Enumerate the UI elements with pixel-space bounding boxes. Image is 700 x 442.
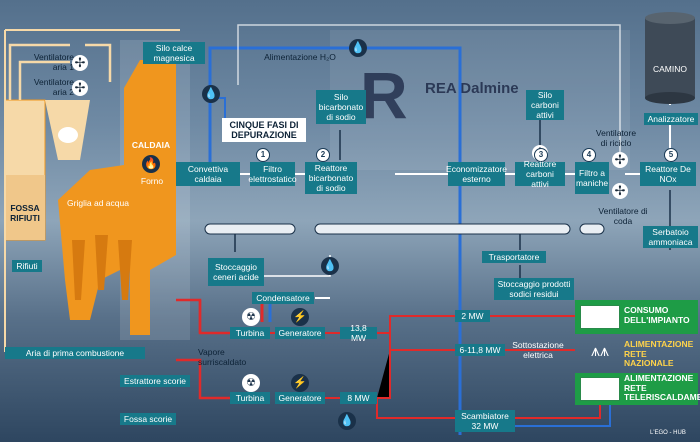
caldaia-shape (58, 60, 176, 335)
estrattore-box: Estrattore scorie (120, 375, 190, 387)
reattore-carboni-box: Reattore carboni attivi (515, 159, 565, 189)
fan-icon: ✢ (612, 152, 628, 168)
mw-8-box: 8 MW (340, 392, 377, 404)
steam-pipe-1 (176, 298, 230, 335)
fossa-scorie-box: Fossa scorie (120, 413, 176, 425)
conveyor-3 (579, 223, 605, 235)
vapore-label: Vapore surriscaldato (198, 347, 247, 367)
house-icon (580, 377, 620, 401)
power-line-grid (389, 333, 455, 351)
background-building (330, 30, 630, 170)
radiation-icon: ☢ (242, 374, 260, 392)
stoccaggio-ceneri-box: Stoccaggio ceneri acide (208, 258, 264, 286)
fan-icon: ✢ (612, 183, 628, 199)
trasportatore-box: Trasportatore (482, 251, 546, 263)
water-pipe-main (208, 46, 462, 435)
drop-icon: 💧 (349, 39, 367, 57)
air-line-3 (85, 43, 112, 82)
conveyor-2 (314, 223, 571, 235)
mw-6-11-8-box: 6-11,8 MW (455, 344, 505, 356)
alimentazione-rete-tele-label: ALIMENTAZIONE RETE TELERISCALDAMENTO (624, 373, 700, 402)
forno-label: Forno (140, 176, 164, 186)
ventilatore-aria-1-label: Ventilatore aria 1 (33, 52, 74, 72)
power-line-2mw (377, 315, 455, 334)
step-number: 3 (534, 148, 548, 162)
factory-icon (580, 305, 620, 329)
camino-label: CAMINO (653, 64, 687, 74)
step-number: 1 (256, 148, 270, 162)
caldaia-label: CALDAIA (131, 140, 171, 150)
sottostazione-label: Sottostazione elettrica (512, 340, 564, 360)
mw-13-8-box: 13,8 MW (340, 323, 377, 343)
lightning-icon: ⚡ (291, 308, 309, 326)
generatore-2-box: Generatore (275, 392, 325, 404)
lightning-icon: ⚡ (291, 374, 309, 392)
air-line-2 (18, 60, 70, 100)
ventilatore-coda-label: Ventilatore di coda (598, 206, 648, 226)
drop-icon: 💧 (202, 85, 220, 103)
brand-text: REA Dalmine (425, 80, 519, 97)
recirc-line (237, 24, 621, 165)
scambiatore-box: Scambiatore 32 MW (455, 410, 515, 432)
credit-label: L'EGO - HUB (650, 430, 686, 436)
reattore-nox-box: Reattore De NOx (640, 162, 696, 186)
fan-icon: ✢ (72, 80, 88, 96)
fossa-fill (5, 175, 45, 240)
filtro-elettrostatico-box: Filtro elettrostatico (248, 162, 297, 186)
steam-pipe-2 (176, 358, 230, 400)
turbina-2-box: Turbina (230, 392, 270, 404)
filtro-maniche-box: Filtro a maniche (575, 162, 609, 194)
fire-icon: 🔥 (142, 155, 160, 173)
air-line-1 (8, 43, 70, 100)
chimney-shape (645, 18, 695, 98)
radiation-icon: ☢ (242, 308, 260, 326)
ventilatore-aria-2-label: Ventilatore aria 2 (33, 77, 74, 97)
furnace-leg (95, 235, 108, 290)
pylon-icon: ⩚⩚ (590, 343, 610, 360)
alimentazione-rete-naz-label: ALIMENTAZIONE RETE NAZIONALE (624, 339, 694, 368)
convettiva-box: Convettiva caldaia (176, 162, 240, 186)
stoccaggio-prodotti-box: Stoccaggio prodotti sodici residui (494, 278, 574, 300)
rifiuti-box: Rifiuti (12, 260, 42, 272)
step-number: 4 (582, 148, 596, 162)
aria-prima-box: Aria di prima combustione (5, 347, 145, 359)
turbina-1-box: Turbina (230, 327, 270, 339)
drop-icon: 💧 (338, 412, 356, 430)
alimentazione-h2o-label: Alimentazione H₂O (264, 52, 336, 62)
consumo-label: CONSUMO DELL'IMPIANTO (624, 305, 690, 325)
furnace-leg (118, 240, 132, 300)
silo-bicarbonato-box: Silo bicarbonato di sodio (316, 90, 366, 124)
step-number: 5 (664, 148, 678, 162)
reattore-bicarbonato-box: Reattore bicarbonato di sodio (305, 162, 357, 194)
condensatore-box: Condensatore (252, 292, 314, 304)
silo-calce-box: Silo calce magnesica (143, 42, 205, 64)
mw-2-box: 2 MW (455, 310, 490, 322)
analizzatore-box: Analizzatore (644, 113, 698, 125)
ventilatore-riciclo-label: Ventilatore di riciclo (595, 128, 637, 148)
fan-icon: ✢ (72, 55, 88, 71)
serbatoio-box: Serbatoio ammoniaca (643, 226, 698, 248)
silo-carboni-box: Silo carboni attivi (526, 90, 564, 120)
generatore-1-box: Generatore (275, 327, 325, 339)
fossa-rifiuti-label: FOSSA RIFIUTI (10, 203, 40, 223)
griglia-label: Griglia ad acqua (67, 198, 129, 208)
brand-logo-r: R (360, 58, 408, 132)
step-number: 2 (316, 148, 330, 162)
conveyor-1 (204, 223, 296, 235)
cinque-fasi-title: CINQUE FASI DI DEPURAZIONE (222, 118, 306, 142)
crane-grab (58, 127, 78, 143)
economizzatore-box: Economizzatore esterno (446, 162, 507, 186)
drop-icon: 💧 (321, 257, 339, 275)
furnace-leg (72, 240, 85, 300)
